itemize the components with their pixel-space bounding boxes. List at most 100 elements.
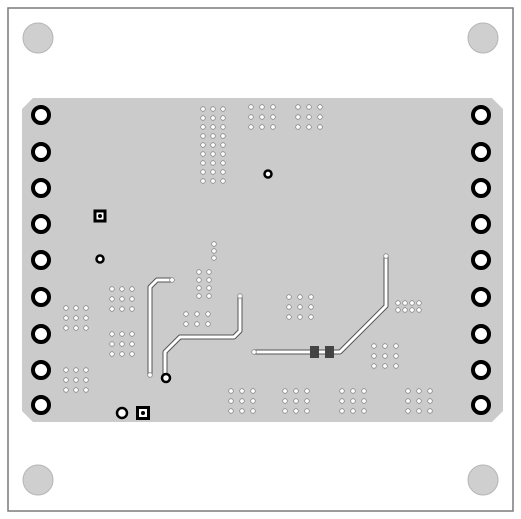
- via-icon: [73, 387, 79, 393]
- via-icon: [308, 304, 314, 310]
- via-icon: [109, 296, 115, 302]
- via-icon: [350, 408, 356, 414]
- via-icon: [317, 124, 323, 130]
- mounting-hole-icon: [22, 22, 54, 54]
- via-icon: [220, 106, 226, 112]
- via-icon: [206, 269, 212, 275]
- via-icon: [239, 388, 245, 394]
- via-icon: [196, 293, 202, 299]
- via-icon: [405, 388, 411, 394]
- via-icon: [304, 408, 310, 414]
- via-icon: [220, 115, 226, 121]
- via-icon: [427, 388, 433, 394]
- via-icon: [194, 321, 200, 327]
- via-icon: [220, 133, 226, 139]
- via-icon: [210, 133, 216, 139]
- via-icon: [210, 178, 216, 184]
- trace: [148, 278, 174, 377]
- via-icon: [248, 114, 254, 120]
- via-icon: [306, 124, 312, 130]
- via-icon: [393, 353, 399, 359]
- via-icon: [63, 387, 69, 393]
- via-icon: [210, 169, 216, 175]
- via-icon: [109, 351, 115, 357]
- via-icon: [220, 169, 226, 175]
- header-pin-left-icon: [31, 287, 51, 307]
- via-icon: [251, 349, 257, 355]
- via-icon: [206, 277, 212, 283]
- via-icon: [297, 314, 303, 320]
- via-icon: [393, 363, 399, 369]
- via-icon: [250, 408, 256, 414]
- header-pin-right-icon: [471, 360, 491, 380]
- via-icon: [200, 169, 206, 175]
- via-icon: [339, 388, 345, 394]
- via-icon: [416, 300, 422, 306]
- via-icon: [361, 388, 367, 394]
- via-icon: [248, 124, 254, 130]
- pads: [31, 105, 491, 420]
- via-icon: [63, 305, 69, 311]
- trace: [163, 294, 242, 380]
- via-icon: [83, 325, 89, 331]
- via-icon: [239, 398, 245, 404]
- via-icon: [205, 311, 211, 317]
- header-pin-right-icon: [471, 395, 491, 415]
- header-pin-right-icon: [471, 250, 491, 270]
- via-icon: [350, 388, 356, 394]
- mounting-hole-icon: [467, 464, 499, 496]
- via-icon: [73, 315, 79, 321]
- via-icon: [395, 300, 401, 306]
- via-icon: [119, 286, 125, 292]
- via-icon: [317, 104, 323, 110]
- via-icon: [220, 151, 226, 157]
- header-pin-right-icon: [471, 287, 491, 307]
- via-icon: [205, 321, 211, 327]
- via-icon: [210, 106, 216, 112]
- via-icon: [228, 398, 234, 404]
- via-icon: [361, 398, 367, 404]
- via-icon: [393, 343, 399, 349]
- via-icon: [83, 315, 89, 321]
- mounting-hole-icon: [22, 464, 54, 496]
- via-icon: [383, 253, 389, 259]
- via-icon: [270, 124, 276, 130]
- via-icon: [83, 387, 89, 393]
- via-icon: [183, 311, 189, 317]
- via-icon: [220, 124, 226, 130]
- square-pad-center: [141, 411, 145, 415]
- via-icon: [382, 343, 388, 349]
- via-icon: [109, 331, 115, 337]
- square-pad-center: [98, 214, 102, 218]
- via-icon: [220, 160, 226, 166]
- via-icon: [196, 277, 202, 283]
- via-icon: [382, 353, 388, 359]
- via-icon: [409, 307, 415, 313]
- via-icon: [83, 377, 89, 383]
- via-icon: [129, 306, 135, 312]
- via-icon: [259, 124, 265, 130]
- via-icon: [73, 305, 79, 311]
- header-pin-right-icon: [471, 324, 491, 344]
- via-icon: [350, 398, 356, 404]
- via-icon: [286, 304, 292, 310]
- via-icon: [206, 285, 212, 291]
- via-icon: [382, 363, 388, 369]
- via-icon: [129, 296, 135, 302]
- via-icon: [405, 408, 411, 414]
- via-icon: [109, 306, 115, 312]
- via-icon: [317, 114, 323, 120]
- via-icon: [248, 104, 254, 110]
- via-icon: [83, 367, 89, 373]
- via-icon: [282, 408, 288, 414]
- header-pin-left-icon: [31, 324, 51, 344]
- via-icon: [304, 398, 310, 404]
- via-icon: [416, 388, 422, 394]
- via-icon: [409, 300, 415, 306]
- via-icon: [220, 142, 226, 148]
- via-icon: [402, 307, 408, 313]
- via-icon: [147, 372, 153, 378]
- via-icon: [297, 294, 303, 300]
- via-icon: [282, 398, 288, 404]
- via-icon: [129, 286, 135, 292]
